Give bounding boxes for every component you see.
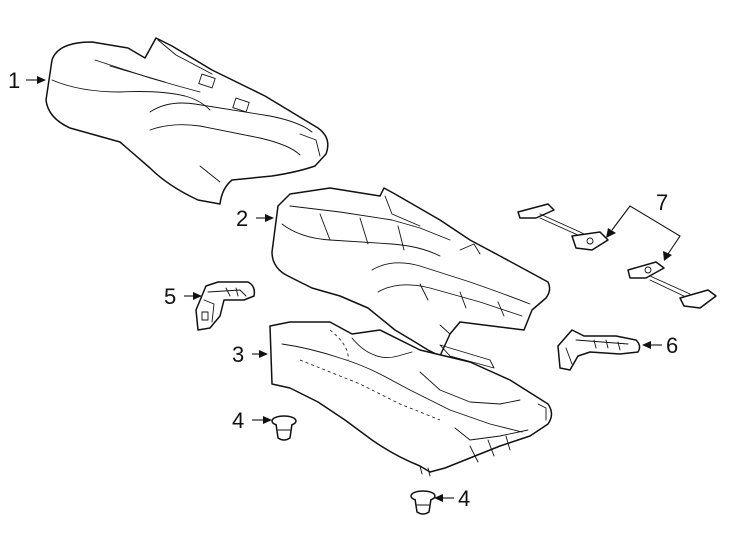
callout-4-upper-label: 4 [232, 408, 244, 433]
callout-4-lower-label: 4 [458, 486, 470, 511]
part-1-cushion-cover [45, 37, 329, 205]
callout-1: 1 [8, 68, 46, 93]
callout-3: 3 [232, 342, 268, 367]
callout-2-label: 2 [236, 206, 248, 231]
callout-1-label: 1 [8, 68, 20, 93]
callout-5: 5 [164, 284, 202, 309]
callout-4-lower: 4 [434, 486, 470, 511]
part-5-side-bracket [195, 281, 256, 331]
part-7-striker-lower [627, 261, 717, 309]
center-bracket [439, 344, 495, 369]
callout-7: 7 [606, 190, 681, 261]
callout-3-label: 3 [232, 342, 244, 367]
callout-4-upper: 4 [232, 408, 272, 433]
callout-6-label: 6 [666, 333, 678, 358]
part-7-striker-upper [517, 203, 609, 251]
callout-6: 6 [642, 333, 678, 358]
part-4-grommet-upper [271, 415, 297, 441]
callout-2: 2 [236, 206, 274, 231]
part-3-seat-frame [269, 321, 553, 477]
part-2-cushion-pad [271, 187, 551, 357]
callout-7-label: 7 [656, 190, 668, 215]
part-6-side-bracket [557, 329, 641, 371]
part-4-grommet-lower [410, 490, 436, 515]
callout-5-label: 5 [164, 284, 176, 309]
